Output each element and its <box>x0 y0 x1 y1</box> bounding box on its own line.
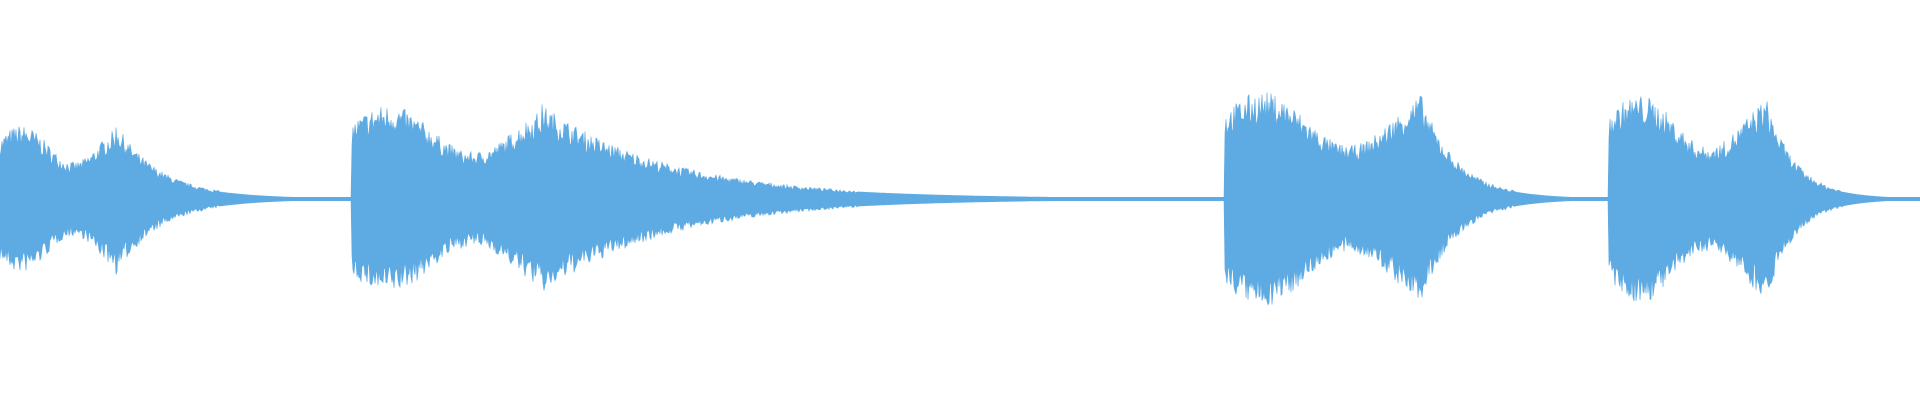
waveform-shape <box>0 92 1920 306</box>
